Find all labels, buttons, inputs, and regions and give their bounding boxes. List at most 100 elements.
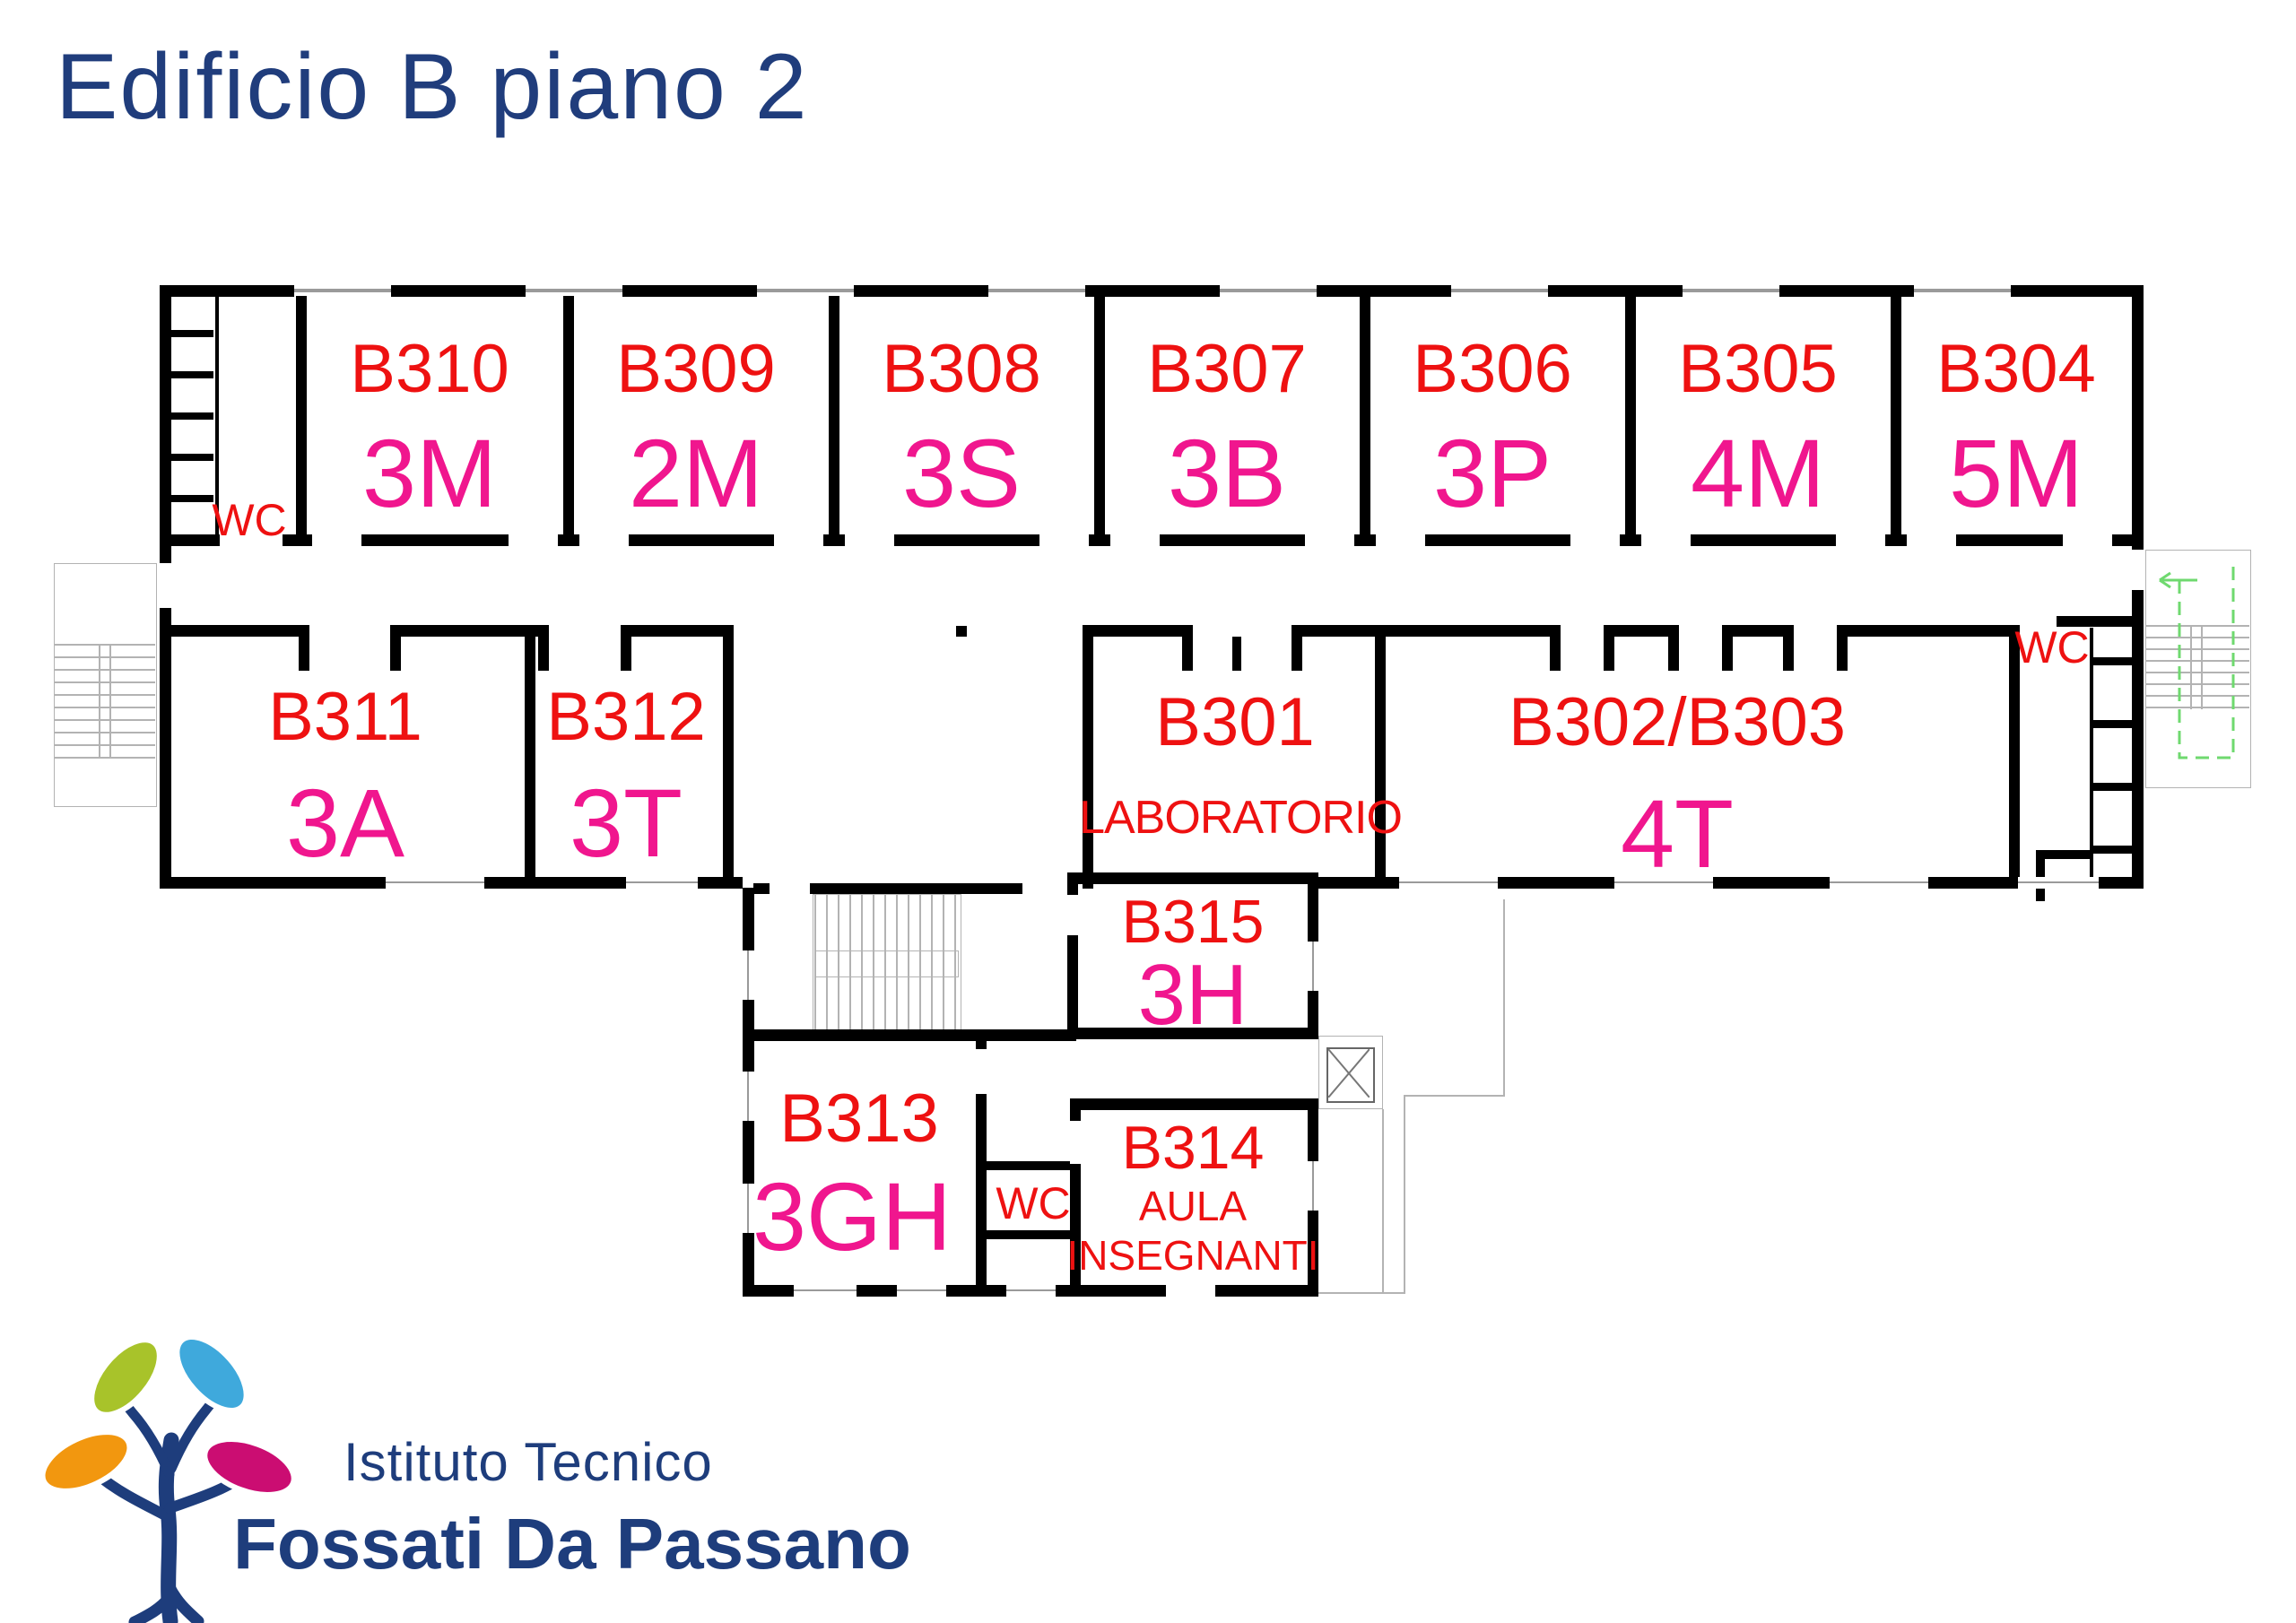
wall-segment [2092,846,2140,854]
stair-step [908,894,909,1029]
wall-segment [563,296,574,534]
room-number-b315: B315 [1121,888,1265,956]
window-glass-line [1399,881,1498,883]
wall-segment [753,883,1072,894]
stair-step [2145,637,2249,638]
wall-segment [2009,625,2020,889]
wall-segment [170,454,213,461]
window-glass-line [1312,1161,1314,1211]
window-glass-line [386,881,484,883]
stair-step [2201,625,2203,709]
wall-segment [2090,285,2144,297]
stair-step [2145,707,2249,708]
room-use-b314-line1: AULA [1138,1183,1248,1229]
class-code-b310: 3M [361,419,498,527]
wall-segment [2092,657,2140,665]
wc-label-top-left: WC [212,495,287,545]
stair-outline [2145,550,2251,788]
wall-segment [956,626,967,637]
door-opening [1110,534,1160,546]
stair-step [919,894,921,1029]
wall-segment [1837,637,1848,671]
wall-segment [2036,850,2092,859]
door-opening [1641,534,1691,546]
class-code-b302-b303: 4T [1620,779,1735,888]
wall-segment [1783,637,1794,671]
wall-segment [1094,296,1105,534]
elevator-icon [1326,1047,1375,1103]
wall-segment [987,1230,1081,1239]
door-opening [770,883,810,894]
class-code-b309: 2M [628,419,764,527]
door-opening [220,534,283,546]
stair-step [54,681,155,683]
wall-segment [1604,637,1614,671]
wall-segment [160,285,213,297]
class-code-b304: 5M [1948,419,2084,527]
school-logo-tree-icon [39,1333,297,1623]
window-glass-line [747,950,749,1000]
stair-step [838,894,839,1029]
door-opening [509,534,558,546]
window-glass-line [747,1184,749,1233]
room-number-b304: B304 [1936,331,2096,407]
wall-segment [743,1285,987,1297]
wall-segment [1625,296,1636,534]
wall-segment [1070,1098,1318,1110]
stair-step [2145,672,2249,673]
wall-segment [2036,850,2045,901]
door-opening [1193,625,1292,637]
room-number-b302-b303: B302/B303 [1508,684,1847,760]
wall-segment [723,625,734,889]
window-glass-line [1006,1289,1056,1291]
door-opening [1679,625,1722,637]
room-number-b308: B308 [882,331,1041,407]
stair-outline [1318,1036,1383,1109]
wc-label-right-wing: WC [2014,622,2090,673]
stair-step [826,894,828,1029]
wall-segment [170,330,213,337]
class-code-b308: 3S [901,419,1022,527]
door-opening [1836,534,1885,546]
door-opening [1039,534,1089,546]
wall-segment [976,1041,987,1297]
stair-step [54,694,155,696]
room-number-b309: B309 [616,331,776,407]
stair-step [109,644,111,759]
school-name-text: Fossati Da Passano [233,1504,911,1584]
stair-step [54,757,155,759]
class-code-b305: 4M [1690,419,1826,527]
wall-segment [621,637,631,671]
room-number-b314: B314 [1121,1114,1265,1182]
stair-step [54,644,155,646]
wall-segment [2092,783,2140,791]
wall-segment [2054,616,2144,627]
wall-segment [2090,628,2093,888]
door-opening [774,534,823,546]
stair-step [896,894,898,1029]
wall-segment [1067,872,1318,884]
wall-segment [1318,877,2144,889]
wall-segment [170,412,213,420]
stair-step [54,732,155,733]
wall-segment [1182,637,1193,671]
stair-step [873,894,874,1029]
class-code-b306: 3P [1432,419,1552,527]
room-number-b305: B305 [1678,331,1838,407]
escape-route-path-icon [2159,564,2235,759]
stair-step [849,894,851,1029]
stair-step [2145,695,2249,697]
wall-segment [525,637,535,889]
stair-step [931,894,933,1029]
door-opening [158,563,173,608]
stair-step [954,894,956,1029]
elevator-x-icon [1327,1048,1370,1098]
room-use-b301: LABORATORIO [1079,792,1403,844]
door-opening [1907,534,1956,546]
door-opening [1067,895,1078,935]
stair-step [1503,899,1505,1097]
door-opening [579,534,629,546]
door-opening [1376,534,1425,546]
stair-step [2190,625,2192,709]
stair-step [54,744,155,746]
